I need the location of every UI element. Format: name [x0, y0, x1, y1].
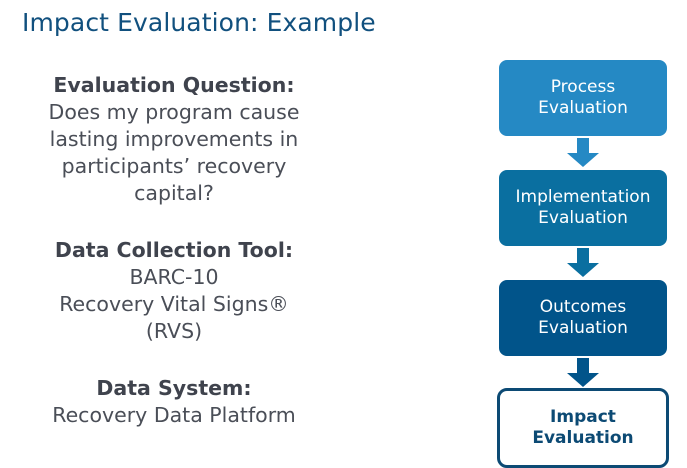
- text-block-heading: Data Collection Tool:: [54, 238, 294, 263]
- text-block-line: Recovery Data Platform: [52, 403, 296, 428]
- text-block-line: capital?: [134, 181, 214, 206]
- page-title: Impact Evaluation: Example: [22, 8, 376, 37]
- flow-arrow-down-icon: [497, 138, 669, 168]
- flow-arrow-down-icon: [497, 248, 669, 278]
- text-block-line: Recovery Vital Signs®: [59, 292, 289, 317]
- text-block-line: lasting improvements in: [49, 127, 299, 152]
- text-block: Data System:Recovery Data Platform: [8, 375, 340, 429]
- text-block-line: Does my program cause: [48, 100, 300, 125]
- flow-node-label-line2: Evaluation: [538, 208, 628, 228]
- text-block-heading: Data System:: [96, 376, 252, 401]
- text-block-line: (RVS): [145, 319, 203, 344]
- left-content-column: Evaluation Question: Does my program caus…: [8, 72, 340, 430]
- flow-arrow-down-icon: [497, 358, 669, 388]
- flow-node-label-line2: Evaluation: [532, 428, 634, 448]
- flow-node-label-line2: Evaluation: [538, 318, 628, 338]
- flow-node-label-line1: Impact: [550, 407, 616, 428]
- text-block: Evaluation Question: Does my program caus…: [8, 72, 340, 207]
- text-block-line: participants’ recovery: [61, 154, 287, 179]
- text-block-heading: Evaluation Question:: [53, 73, 295, 97]
- flow-node-label-line1: Outcomes: [539, 297, 627, 318]
- text-block-line: BARC-10: [129, 265, 219, 290]
- flow-node-label-line1: Implementation: [515, 187, 651, 208]
- flow-node-label-line2: Evaluation: [538, 98, 628, 118]
- flow-node-label-line1: Process: [550, 77, 616, 98]
